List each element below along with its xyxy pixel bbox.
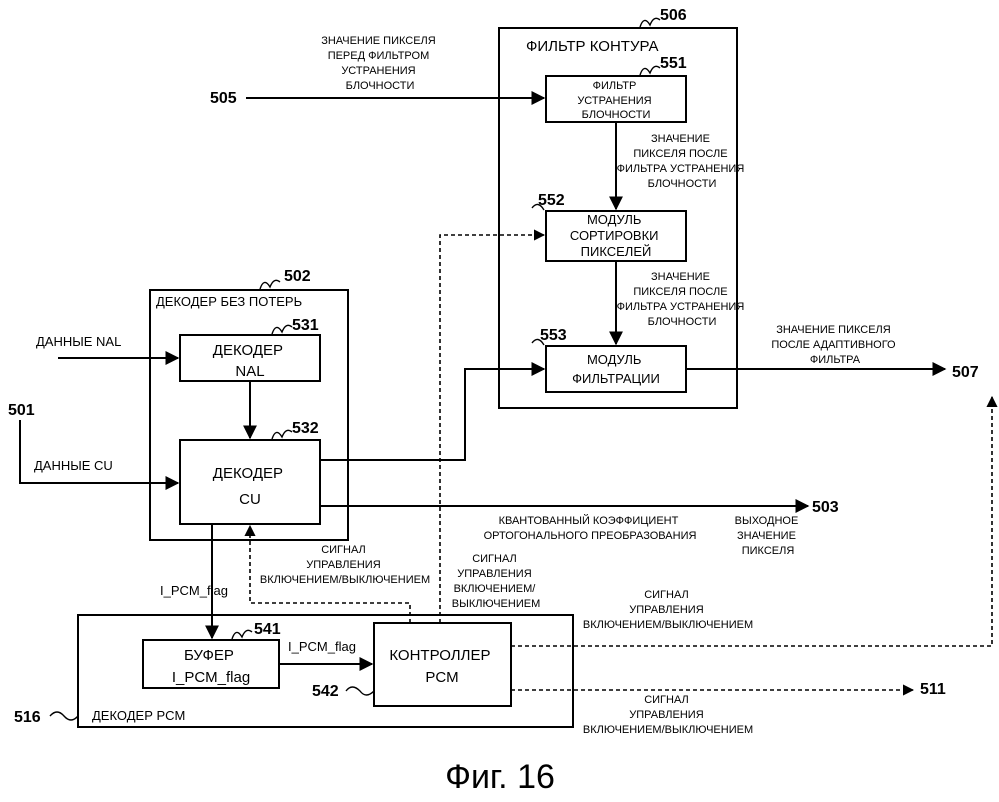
onoff-511-label: СИГНАЛ УПРАВЛЕНИЯ ВКЛЮЧЕНИЕМ/ВЫКЛЮЧЕНИЕМ [583,694,753,736]
ref-552: 552 [538,192,565,209]
ref-516-leader [50,712,78,720]
ref-542: 542 [312,683,339,700]
onoff-507-label: СИГНАЛ УПРАВЛЕНИЯ ВКЛЮЧЕНИЕМ/ВЫКЛЮЧЕНИЕМ [583,589,753,631]
ref-531: 531 [292,317,319,334]
ref-553: 553 [540,327,567,344]
pcm-controller-block [374,623,511,706]
ipcm-flag-down-label: I_PCM_flag [160,583,228,598]
quant-coef-label: КВАНТОВАННЫЙ КОЭФФИЦИЕНТ ОРТОГОНАЛЬНОГО … [484,514,697,542]
cu-decoder-block [180,440,320,524]
ref-506-leader [640,18,660,27]
ref-505: 505 [210,90,237,107]
pcm-decoder-title: ДЕКОДЕР PCM [92,708,185,723]
ref-502: 502 [284,268,311,285]
ref-501: 501 [8,402,35,419]
ref-502-leader [260,280,280,289]
ref-507: 507 [952,364,979,381]
ref-506: 506 [660,7,687,24]
ref-511: 511 [920,681,946,698]
ref-516: 516 [14,709,41,726]
post-adaptive-label: ЗНАЧЕНИЕ ПИКСЕЛЯ ПОСЛЕ АДАПТИВНОГО ФИЛЬТ… [771,324,898,366]
onoff-cu-label: СИГНАЛ УПРАВЛЕНИЯ ВКЛЮЧЕНИЕМ/ВЫКЛЮЧЕНИЕМ [260,544,430,586]
lossless-decoder-title: ДЕКОДЕР БЕЗ ПОТЕРЬ [156,294,302,309]
ref-532: 532 [292,420,319,437]
loop-filter-title: ФИЛЬТР КОНТУРА [526,38,658,55]
nal-data-label: ДАННЫЕ NAL [36,334,121,349]
ref-503: 503 [812,499,839,516]
output-pixel-label: ВЫХОДНОЕ ЗНАЧЕНИЕ ПИКСЕЛЯ [735,515,802,557]
pre-deblock-label: ЗНАЧЕНИЕ ПИКСЕЛЯ ПЕРЕД ФИЛЬТРОМ УСТРАНЕН… [321,35,439,92]
figure-caption: Фиг. 16 [445,758,555,796]
ref-541: 541 [254,621,281,638]
ref-551: 551 [660,55,687,72]
cu-data-label: ДАННЫЕ CU [34,458,113,473]
onoff-sort-label: СИГНАЛ УПРАВЛЕНИЯ ВКЛЮЧЕНИЕМ/ ВЫКЛЮЧЕНИЕ… [452,553,540,610]
ipcm-flag-right-label: I_PCM_flag [288,639,356,654]
